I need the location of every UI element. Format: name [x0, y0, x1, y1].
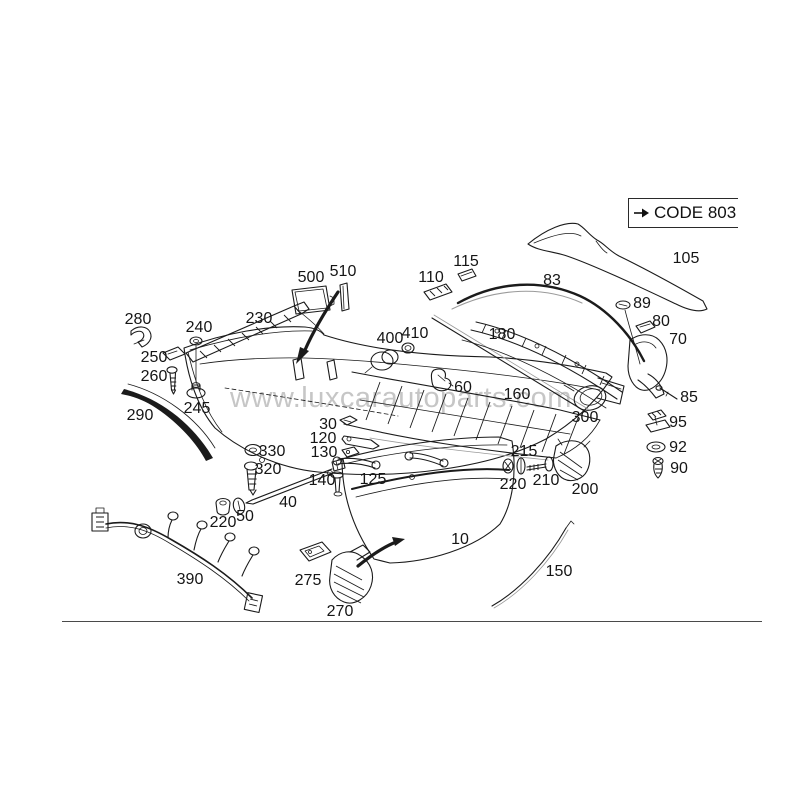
part-label-110: 110 — [418, 269, 444, 286]
part-label-320: 320 — [255, 461, 282, 478]
pin-85 — [655, 385, 678, 400]
stud-40 — [245, 458, 346, 505]
strip-510 — [339, 282, 350, 312]
washer-92 — [646, 441, 666, 453]
part-label-40: 40 — [279, 494, 297, 511]
part-label-120: 120 — [310, 430, 337, 447]
link-125-left — [332, 456, 381, 470]
code-label: CODE 803 — [654, 203, 737, 222]
part-label-260: 260 — [141, 368, 168, 385]
part-label-330: 330 — [259, 443, 286, 460]
part-label-245: 245 — [184, 400, 211, 417]
grommet-330 — [244, 443, 262, 457]
part-label-160: 160 — [504, 386, 531, 403]
clip-280 — [130, 326, 152, 348]
part-label-280: 280 — [125, 311, 152, 328]
part-label-220: 220 — [500, 476, 527, 493]
pointer-arrow-lower — [356, 537, 405, 568]
part-label-500: 500 — [298, 269, 325, 286]
part-label-60: 60 — [454, 379, 472, 396]
bracket-60 — [430, 368, 454, 392]
inner-reinforcement-panel — [343, 371, 601, 461]
part-label-140: 140 — [309, 472, 336, 489]
screw-90 — [652, 456, 664, 479]
part-label-125: 125 — [360, 471, 387, 488]
part-label-70: 70 — [669, 331, 687, 348]
part-label-150: 150 — [546, 563, 573, 580]
part-label-290: 290 — [127, 407, 154, 424]
screw-320 — [243, 461, 259, 496]
part-label-30: 30 — [319, 416, 337, 433]
trim-strip-150 — [491, 520, 575, 609]
code-arrow-icon — [634, 208, 649, 218]
part-label-90: 90 — [670, 460, 688, 477]
part-label-410: 410 — [402, 325, 429, 342]
part-label-89: 89 — [633, 295, 651, 312]
part-label-220: 220 — [210, 514, 237, 531]
clip-30 — [339, 415, 358, 426]
wiring-harness-390 — [91, 507, 264, 614]
impact-strip-83 — [451, 283, 646, 363]
finisher-300 — [563, 377, 625, 411]
part-label-400: 400 — [377, 330, 404, 347]
part-label-240: 240 — [186, 319, 213, 336]
clip-130 — [341, 446, 360, 458]
trim-rod-160 — [431, 314, 589, 413]
part-label-210: 210 — [533, 472, 560, 489]
part-label-10: 10 — [451, 531, 469, 548]
part-label-180: 180 — [489, 326, 516, 343]
bracket-200 — [552, 438, 591, 482]
part-label-230: 230 — [246, 310, 273, 327]
part-label-105: 105 — [673, 250, 700, 267]
ring-410 — [401, 342, 415, 354]
part-label-95: 95 — [669, 414, 687, 431]
part-label-80: 80 — [652, 313, 670, 330]
bolt-210 — [526, 456, 554, 472]
part-label-270: 270 — [327, 603, 354, 620]
part-label-215: 215 — [511, 443, 538, 460]
part-label-250: 250 — [141, 349, 168, 366]
nut-220-left — [215, 497, 231, 516]
screw-260 — [166, 366, 178, 395]
corner-bracket-70 — [627, 334, 668, 399]
disc-50 — [232, 497, 246, 515]
clip-80 — [635, 320, 656, 334]
watermark-text: www.luxcarautoparts.com — [230, 382, 572, 414]
part-label-200: 200 — [572, 481, 599, 498]
module-500 — [291, 285, 335, 315]
part-label-300: 300 — [572, 409, 599, 426]
part-label-115: 115 — [453, 253, 479, 270]
part-label-130: 130 — [311, 444, 338, 461]
code-803-box: CODE 803 — [628, 198, 738, 228]
clip-115 — [457, 268, 477, 282]
arch-strip-290 — [121, 383, 216, 461]
link-120 — [341, 435, 380, 450]
part-label-50: 50 — [236, 508, 254, 525]
link-125-right — [404, 451, 449, 468]
sensor-400 — [364, 349, 399, 374]
part-label-83: 83 — [543, 272, 561, 289]
spoiler-105 — [527, 222, 708, 312]
nut-220-right — [502, 458, 514, 474]
washer-240 — [189, 336, 203, 383]
plate-110 — [423, 283, 453, 301]
footer-divider-line — [62, 621, 762, 622]
part-label-92: 92 — [669, 439, 687, 456]
washer-215 — [516, 457, 526, 475]
part-label-510: 510 — [330, 263, 357, 280]
bracket-270 — [329, 544, 374, 604]
bumper-lower-10 — [341, 436, 515, 564]
plate-275 — [299, 541, 332, 562]
clip-95 — [645, 409, 671, 433]
part-label-275: 275 — [295, 572, 322, 589]
part-label-85: 85 — [680, 389, 698, 406]
part-label-390: 390 — [177, 571, 204, 588]
